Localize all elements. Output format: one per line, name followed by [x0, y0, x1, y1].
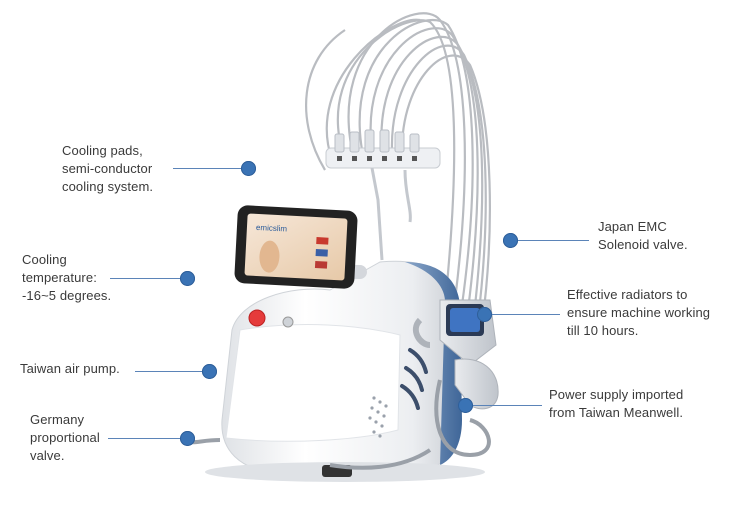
- callout-cooling-temperature-label: Cooling temperature: -16~5 degrees.: [22, 252, 112, 303]
- callout-power-supply-marker: [458, 398, 473, 413]
- callout-solenoid-valve-marker: [503, 233, 518, 248]
- callout-cooling-temperature-marker: [180, 271, 195, 286]
- callout-air-pump-marker: [202, 364, 217, 379]
- callout-radiators-label: Effective radiators to ensure machine wo…: [567, 287, 711, 338]
- callout-proportional-valve-label: Germany proportional valve.: [30, 412, 100, 463]
- leader-line-proportional-valve: [108, 438, 184, 439]
- cable-bundle: [305, 12, 491, 326]
- leader-line-power-supply: [470, 405, 542, 406]
- screen-brand-text: emicslim: [256, 223, 288, 234]
- cooling-pad-holder: [325, 129, 441, 261]
- machine-body: [205, 260, 485, 482]
- callout-radiators-marker: [477, 307, 492, 322]
- leader-line-radiators: [490, 314, 560, 315]
- leader-line-cooling-temperature: [110, 278, 182, 279]
- callout-power-supply-label: Power supply imported from Taiwan Meanwe…: [549, 387, 684, 420]
- callout-air-pump-label: Taiwan air pump.: [20, 361, 120, 376]
- callout-cooling-pads-marker: [241, 161, 256, 176]
- leader-line-solenoid-valve: [517, 240, 589, 241]
- touch-screen: emicslim: [234, 205, 367, 289]
- callout-solenoid-valve-label: Japan EMC Solenoid valve.: [598, 219, 688, 252]
- leader-line-air-pump: [135, 371, 205, 372]
- callout-proportional-valve-marker: [180, 431, 195, 446]
- callout-cooling-pads-label: Cooling pads, semi-conductor cooling sys…: [62, 143, 154, 194]
- leader-line-cooling-pads: [173, 168, 245, 169]
